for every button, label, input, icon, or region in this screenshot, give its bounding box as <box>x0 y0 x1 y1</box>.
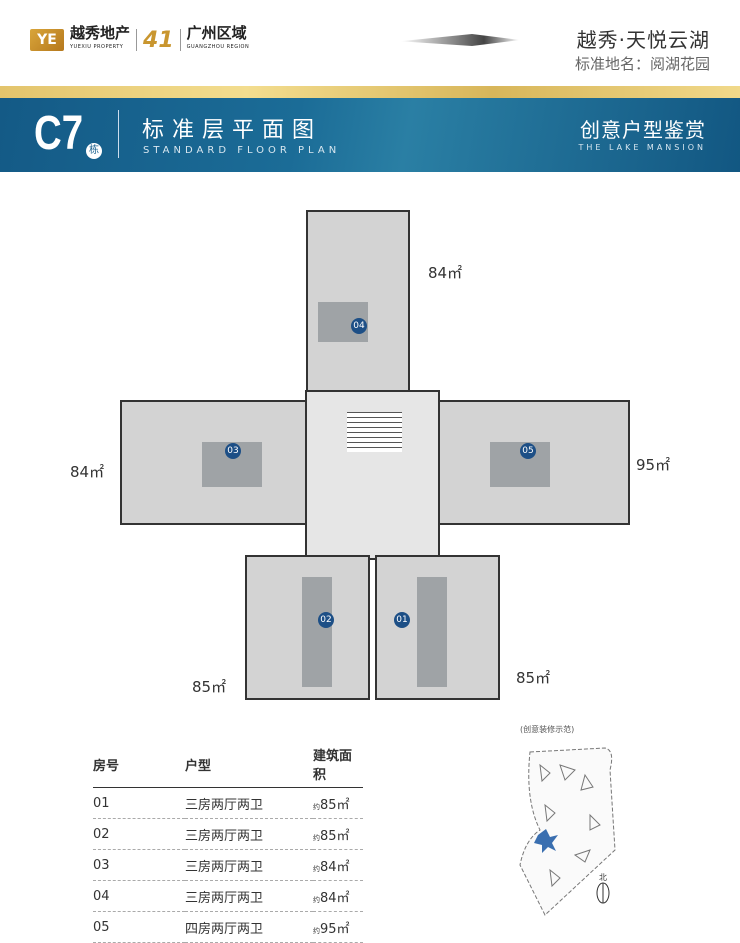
wing-01 <box>375 555 500 700</box>
approx-prefix: 约 <box>313 834 320 842</box>
title-banner: C7 栋 标准层平面图 STANDARD FLOOR PLAN 创意户型鉴赏 T… <box>0 98 740 172</box>
approx-prefix: 约 <box>313 865 320 873</box>
unit-no: 05 <box>93 911 185 943</box>
core <box>305 390 440 560</box>
col-header: 户型 <box>185 742 313 788</box>
unit-area: 84㎡ <box>320 860 350 875</box>
banner-title-en: STANDARD FLOOR PLAN <box>143 145 341 156</box>
brand-en: YUEXIU PROPERTY <box>70 44 124 50</box>
unit-type: 三房两厅两卫 <box>185 880 313 912</box>
developer-logo: YE 越秀地产 YUEXIU PROPERTY 41 广州区域 GUANGZHOU … <box>30 26 249 54</box>
project-logo: 越秀·天悦云湖 标准地名：阅湖花园 <box>400 24 710 74</box>
region-en: GUANGZHOU REGION <box>186 44 250 50</box>
col-header: 建筑面积 <box>313 742 363 788</box>
divider <box>118 110 119 158</box>
unit-no: 01 <box>93 787 185 819</box>
unit-area: 95㎡ <box>320 922 350 937</box>
building-suffix: 栋 <box>86 143 102 159</box>
north-label: 北 <box>599 873 607 882</box>
col-header: 房号 <box>93 742 185 788</box>
unit-type: 三房两厅两卫 <box>185 849 313 881</box>
banner-title: 标准层平面图 <box>142 118 323 143</box>
approx-prefix: 约 <box>313 927 320 935</box>
divider <box>179 29 181 51</box>
unit-badge: 05 <box>520 443 536 459</box>
unit-type: 四房两厅两卫 <box>185 911 313 943</box>
ye-logo-icon: YE <box>30 29 64 51</box>
banner-right-title: 创意户型鉴赏 <box>580 118 706 142</box>
approx-prefix: 约 <box>313 803 320 811</box>
wing-03 <box>120 400 310 525</box>
banner-right-en: THE LAKE MANSION <box>578 143 706 152</box>
unit-no: 03 <box>93 849 185 881</box>
unit-badge: 04 <box>351 318 367 334</box>
unit-area-label: 85㎡ <box>192 678 227 696</box>
building-number: C7 <box>34 107 84 160</box>
anniversary-logo: 41 <box>143 27 174 53</box>
divider <box>136 29 138 51</box>
unit-area-label: 84㎡ <box>70 463 105 481</box>
wing-04 <box>306 210 410 395</box>
region: 广州区域 <box>186 24 247 42</box>
wing-05 <box>438 400 630 525</box>
wing-02 <box>245 555 370 700</box>
unit-type: 三房两厅两卫 <box>185 818 313 850</box>
approx-prefix: 约 <box>313 896 320 904</box>
unit-area-label: 84㎡ <box>428 264 463 282</box>
unit-type: 三房两厅两卫 <box>185 787 313 819</box>
site-plan: 北 <box>519 747 616 916</box>
unit-badge: 02 <box>318 612 334 628</box>
site-plan-caption: (创意装修示范) <box>520 725 575 734</box>
project-name: 越秀·天悦云湖 <box>576 28 710 52</box>
standard-name: 标准地名：阅湖花园 <box>574 55 710 73</box>
unit-area-label: 95㎡ <box>636 456 671 474</box>
unit-badge: 01 <box>394 612 410 628</box>
unit-area: 85㎡ <box>320 798 350 813</box>
unit-no: 04 <box>93 880 185 912</box>
unit-area: 85㎡ <box>320 829 350 844</box>
unit-area-label: 85㎡ <box>516 669 551 687</box>
gold-strip <box>0 86 740 98</box>
unit-badge: 03 <box>225 443 241 459</box>
unit-no: 02 <box>93 818 185 850</box>
highlighted-building <box>534 829 558 853</box>
unit-area: 84㎡ <box>320 891 350 906</box>
brand-name: 越秀地产 <box>70 24 131 42</box>
swoosh-icon <box>400 34 520 46</box>
